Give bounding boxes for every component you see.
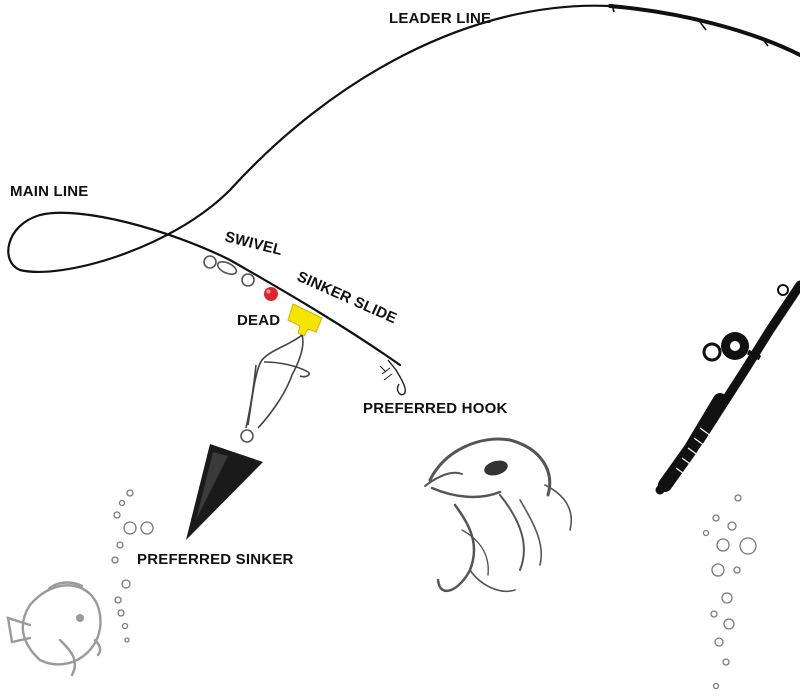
preferred-sinker-label: PREFERRED SINKER	[137, 551, 294, 568]
preferred-hook-label: PREFERRED HOOK	[363, 400, 507, 417]
main-line-curve	[7, 4, 612, 367]
rod-guide-icon	[611, 3, 769, 47]
bubbles-left	[111, 489, 154, 643]
small-fish-icon	[6, 581, 102, 677]
sinker-highlight	[196, 452, 228, 520]
hook-icon	[379, 359, 406, 396]
dead-label: DEAD	[237, 312, 280, 329]
bubbles-right	[702, 494, 757, 690]
snap-clip	[240, 334, 310, 443]
rod-tip	[608, 4, 800, 57]
reel-icon	[702, 332, 762, 362]
swivel-label: SWIVEL	[223, 228, 284, 259]
bass-fish-icon	[424, 437, 572, 592]
sinker	[186, 444, 263, 540]
leader-line-label: LEADER LINE	[389, 10, 491, 27]
swivel	[203, 255, 255, 287]
bead	[264, 287, 278, 301]
sinker-slide	[287, 303, 323, 337]
main-line-label: MAIN LINE	[10, 183, 88, 200]
fishing-rod-icon	[655, 280, 800, 495]
